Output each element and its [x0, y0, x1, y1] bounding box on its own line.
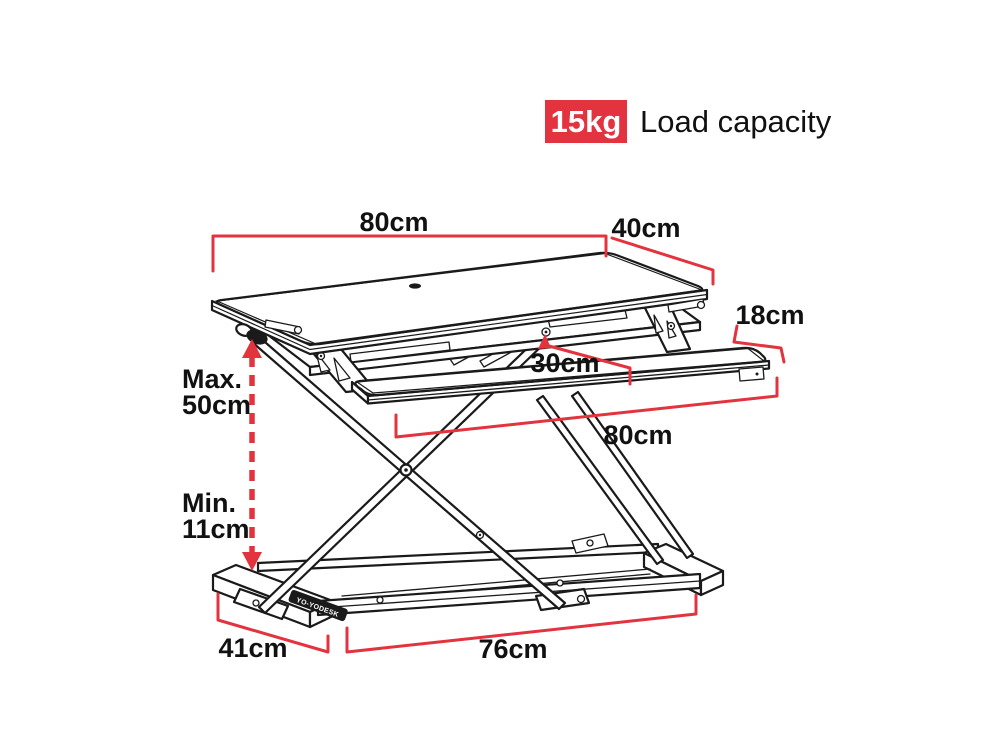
- dim-base-depth-bracket: [216, 592, 330, 654]
- dimension-labels: 80cm 40cm 18cm 30cm 80cm Max. 50cm Min. …: [182, 207, 805, 664]
- arrow-down-head: [242, 552, 262, 571]
- max-height-label-line2: 50cm: [182, 390, 251, 420]
- scissor-mechanism: [250, 329, 591, 615]
- base-right-cap-end: [699, 569, 725, 597]
- keyboard-tray: [350, 346, 771, 405]
- dim-tray-depth-label: 18cm: [735, 300, 804, 330]
- dim-mid-depth-line: [547, 344, 632, 386]
- tray-under-clip: [738, 366, 765, 382]
- max-height-label-line1: Max.: [182, 364, 242, 394]
- load-capacity-badge: 15kg Load capacity: [545, 100, 832, 143]
- dim-top-depth-label: 40cm: [611, 213, 680, 243]
- rear-scissor-beams: [535, 390, 695, 566]
- dim-base-depth-label: 41cm: [218, 633, 287, 663]
- dim-top-depth-line: [610, 236, 715, 286]
- pivots-and-latches: [235, 298, 706, 345]
- min-height-label-line1: Min.: [182, 488, 236, 518]
- dim-tray-width-bracket: [394, 376, 779, 439]
- desk-top-board: [210, 251, 709, 356]
- dim-base-width-bracket: [345, 593, 698, 654]
- grommet-hole: [409, 283, 421, 289]
- arrow-up-head: [242, 339, 262, 358]
- badge-background: [545, 100, 627, 143]
- sub-frame-edge: [308, 320, 702, 377]
- min-height-label-line2: 11cm: [182, 514, 250, 544]
- dim-tray-width-label: 80cm: [603, 420, 672, 450]
- dimension-annotations: [211, 234, 786, 654]
- badge-value: 15kg: [551, 104, 622, 139]
- dim-top-width-bracket: [211, 234, 608, 273]
- dim-tray-depth-line: [732, 324, 786, 364]
- dim-mid-depth-label: 30cm: [530, 348, 599, 378]
- dim-base-width-label: 76cm: [478, 634, 547, 664]
- badge-label: Load capacity: [640, 104, 832, 139]
- dim-top-width-label: 80cm: [359, 207, 428, 237]
- board-edge-band: [210, 288, 709, 356]
